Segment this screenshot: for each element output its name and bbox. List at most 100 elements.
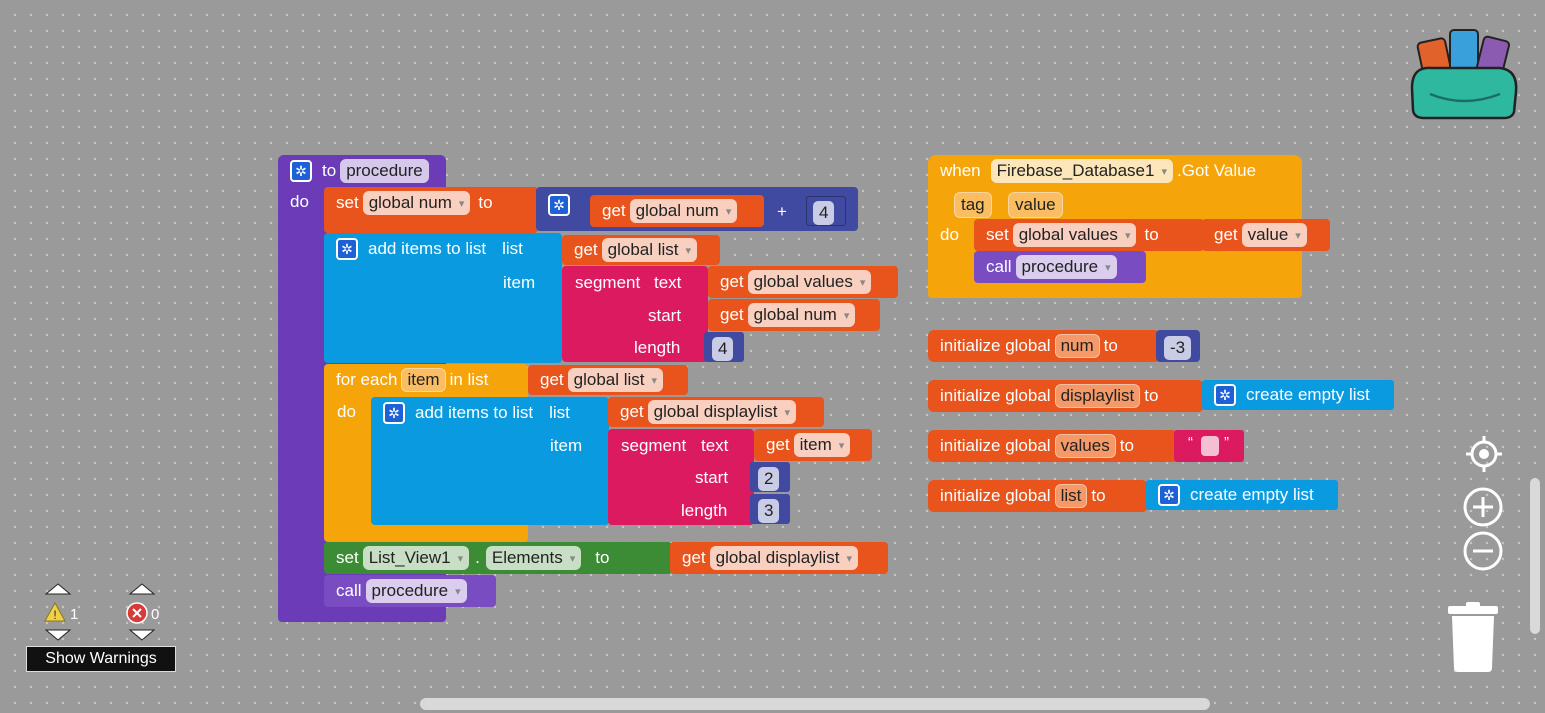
global-name-field[interactable]: list: [1054, 484, 1088, 508]
to-label: to: [1144, 225, 1159, 244]
plus-icon[interactable]: [1462, 486, 1504, 528]
component-dropdown[interactable]: Firebase_Database1: [990, 159, 1173, 183]
do-label: do: [940, 225, 959, 244]
init-global-label: initialize global: [940, 386, 1051, 405]
when-label: when: [940, 161, 981, 180]
param-field[interactable]: tag: [954, 192, 992, 218]
warning-prev-arrow[interactable]: [44, 582, 72, 596]
for-each-label: for each: [336, 370, 398, 389]
plus-operator: +: [777, 202, 787, 221]
set-label: set: [986, 225, 1009, 244]
error-prev-arrow[interactable]: [128, 582, 156, 596]
call-label: call: [336, 581, 362, 600]
svg-text:!: !: [53, 608, 56, 622]
initialize-global-block[interactable]: [928, 480, 1148, 512]
param-field[interactable]: value: [1008, 192, 1063, 218]
vertical-scrollbar[interactable]: [1530, 478, 1540, 634]
segment-label: segment: [575, 273, 641, 292]
number-field[interactable]: 4: [813, 201, 835, 225]
show-warnings-button[interactable]: Show Warnings: [26, 646, 176, 672]
set-label: set: [336, 548, 359, 567]
gear-icon[interactable]: ✲: [1158, 484, 1180, 506]
initialize-global-block[interactable]: [928, 330, 1160, 362]
procedure-to-label: to: [322, 161, 337, 180]
add-items-label: add items to list: [415, 403, 534, 422]
gear-icon[interactable]: ✲: [336, 238, 358, 260]
number-field[interactable]: -3: [1164, 336, 1192, 360]
property-dropdown[interactable]: Elements: [485, 546, 582, 570]
gear-icon[interactable]: ✲: [383, 402, 405, 424]
loop-variable-field[interactable]: item: [401, 368, 446, 392]
in-list-label: in list: [449, 370, 489, 389]
global-name-field[interactable]: displaylist: [1054, 384, 1141, 408]
error-count: 0: [151, 606, 160, 623]
init-global-label: initialize global: [940, 336, 1051, 355]
error-icon: [126, 602, 148, 624]
var-dropdown[interactable]: global values: [1012, 223, 1137, 247]
global-name-field[interactable]: num: [1054, 334, 1100, 358]
add-items-to-list-block[interactable]: [324, 233, 562, 363]
warning-next-arrow[interactable]: [44, 628, 72, 642]
close-quote: ”: [1224, 434, 1229, 451]
item-label: item: [550, 436, 583, 455]
warning-count: 1: [70, 606, 79, 623]
get-label: get: [540, 370, 564, 389]
var-dropdown[interactable]: global num: [747, 303, 856, 327]
backpack-icon[interactable]: [1408, 18, 1520, 122]
component-dropdown[interactable]: List_View1: [362, 546, 470, 570]
get-label: get: [720, 305, 744, 324]
var-dropdown[interactable]: value: [1241, 223, 1307, 247]
get-label: get: [682, 548, 706, 567]
target-icon[interactable]: [1464, 434, 1504, 474]
to-label: to: [1103, 336, 1118, 355]
initialize-global-block[interactable]: [928, 430, 1178, 462]
init-global-label: initialize global: [940, 436, 1051, 455]
warning-icon: !: [44, 602, 66, 622]
set-label: set: [336, 193, 359, 212]
add-items-to-list-block[interactable]: [371, 397, 609, 525]
procedure-dropdown[interactable]: procedure: [1015, 255, 1117, 279]
var-dropdown[interactable]: global displaylist: [709, 546, 858, 570]
start-label: start: [695, 468, 729, 487]
var-dropdown[interactable]: item: [793, 433, 851, 457]
var-dropdown[interactable]: global num: [362, 191, 471, 215]
dot-label: .: [475, 548, 480, 567]
procedure-name-field[interactable]: procedure: [340, 159, 429, 183]
gear-icon[interactable]: ✲: [548, 194, 570, 216]
segment-block[interactable]: [608, 429, 754, 525]
var-dropdown[interactable]: global list: [601, 238, 698, 262]
start-label: start: [648, 306, 682, 325]
text-field[interactable]: [1201, 436, 1219, 456]
item-label: item: [503, 273, 536, 292]
do-label: do: [337, 402, 356, 421]
to-label: to: [478, 193, 493, 212]
error-next-arrow[interactable]: [128, 628, 156, 642]
length-label: length: [681, 501, 728, 520]
to-label: to: [595, 548, 610, 567]
var-dropdown[interactable]: global displaylist: [647, 400, 796, 424]
get-label: get: [620, 402, 644, 421]
procedure-do-label: do: [290, 192, 309, 211]
open-quote: “: [1188, 434, 1193, 451]
get-label: get: [602, 201, 626, 220]
var-dropdown[interactable]: global num: [629, 199, 738, 223]
number-field[interactable]: 2: [758, 467, 780, 491]
segment-block[interactable]: [562, 266, 708, 362]
to-label: to: [1144, 386, 1159, 405]
global-name-field[interactable]: values: [1054, 434, 1116, 458]
var-dropdown[interactable]: global values: [747, 270, 872, 294]
minus-icon[interactable]: [1462, 530, 1504, 572]
create-empty-list-label: create empty list: [1190, 485, 1314, 504]
gear-icon[interactable]: ✲: [1214, 384, 1236, 406]
text-label: text: [701, 436, 729, 455]
procedure-dropdown[interactable]: procedure: [365, 579, 467, 603]
number-field[interactable]: 3: [758, 499, 780, 523]
segment-label: segment: [621, 436, 687, 455]
to-label: to: [1119, 436, 1134, 455]
create-empty-list-label: create empty list: [1246, 385, 1370, 404]
gear-icon[interactable]: ✲: [290, 160, 312, 182]
horizontal-scrollbar[interactable]: [420, 698, 1210, 710]
var-dropdown[interactable]: global list: [567, 368, 664, 392]
trash-icon[interactable]: [1444, 600, 1502, 674]
number-field[interactable]: 4: [712, 337, 734, 361]
